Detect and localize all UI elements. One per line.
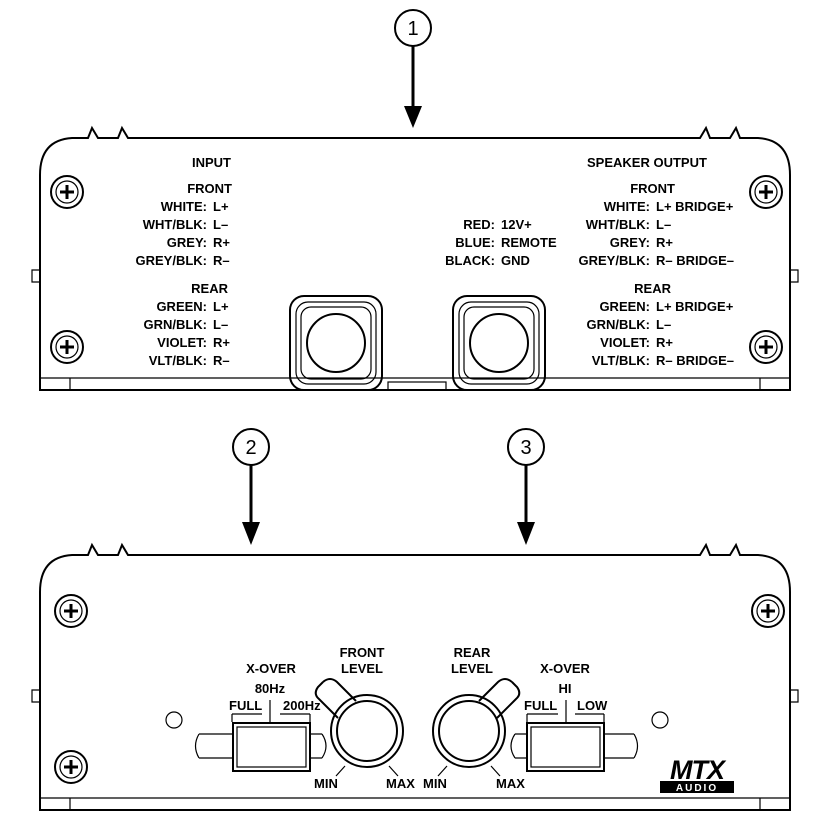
callout-2: 2 [232, 428, 270, 545]
front-level-knob[interactable] [314, 678, 404, 777]
front-level-min: MIN [314, 776, 338, 791]
input-front-heading: FRONT [187, 181, 232, 196]
input-front-wire: WHT/BLK: [143, 217, 207, 232]
screw-icon [54, 594, 88, 628]
rear-xover-switch[interactable] [510, 700, 639, 772]
input-rear-signal: R– [213, 353, 230, 368]
rear-xover-title: X-OVER [540, 661, 590, 676]
input-rear-wire: GREEN: [156, 299, 207, 314]
callout-3-number: 3 [520, 437, 531, 459]
output-rear-heading: REAR [634, 281, 671, 296]
input-labels: INPUT FRONT WHITE: L+ WHT/BLK: L– GREY: … [136, 155, 233, 368]
front-xover-switch[interactable] [194, 700, 327, 772]
input-front-wire: GREY/BLK: [136, 253, 208, 268]
output-front-signal: L+ BRIDGE+ [656, 199, 734, 214]
input-rear-signal: L+ [213, 299, 229, 314]
rear-xover-full: FULL [524, 698, 557, 713]
screw-icon [751, 594, 785, 628]
output-rear-signal: R– BRIDGE– [656, 353, 734, 368]
output-rear-wire: VLT/BLK: [592, 353, 650, 368]
rear-level-min: MIN [423, 776, 447, 791]
input-rear-heading: REAR [191, 281, 228, 296]
indicator-led [651, 711, 669, 729]
screw-icon [749, 330, 783, 364]
indicator-led [165, 711, 183, 729]
callout-1: 1 [394, 9, 432, 128]
output-rear-wire: GREEN: [599, 299, 650, 314]
output-front-signal: L– [656, 217, 671, 232]
input-rear-signal: L– [213, 317, 228, 332]
input-rear-wire: VIOLET: [157, 335, 207, 350]
power-signal: GND [501, 253, 530, 268]
output-front-wire: WHITE: [604, 199, 650, 214]
logo-brand: MTX [670, 755, 727, 785]
output-rear-wire: GRN/BLK: [586, 317, 650, 332]
rear-xover-low: LOW [577, 698, 608, 713]
top-panel: INPUT FRONT WHITE: L+ WHT/BLK: L– GREY: … [31, 125, 799, 391]
front-xover-full: FULL [229, 698, 262, 713]
brand-logo: MTX AUDIO [660, 755, 734, 794]
front-xover-80hz: 80Hz [255, 681, 286, 696]
rear-xover-hi: HI [559, 681, 572, 696]
rear-level-max: MAX [496, 776, 525, 791]
output-rear-signal: L– [656, 317, 671, 332]
power-wire: BLUE: [455, 235, 495, 250]
input-front-signal: R– [213, 253, 230, 268]
rear-level-knob[interactable] [432, 678, 521, 777]
rear-level-line1: REAR [454, 645, 491, 660]
front-xover-title: X-OVER [246, 661, 296, 676]
output-front-signal: R+ [656, 235, 673, 250]
input-rear-signal: R+ [213, 335, 230, 350]
screw-icon [749, 175, 783, 209]
power-wire: BLACK: [445, 253, 495, 268]
power-signal: 12V+ [501, 217, 532, 232]
rear-level-line2: LEVEL [451, 661, 493, 676]
callout-1-number: 1 [407, 18, 418, 40]
input-front-wire: WHITE: [161, 199, 207, 214]
output-front-heading: FRONT [630, 181, 675, 196]
front-level-line1: FRONT [340, 645, 385, 660]
output-front-wire: GREY/BLK: [579, 253, 651, 268]
screw-icon [50, 175, 84, 209]
output-front-wire: GREY: [610, 235, 650, 250]
input-front-wire: GREY: [167, 235, 207, 250]
screw-icon [50, 330, 84, 364]
front-xover-200hz: 200Hz [283, 698, 321, 713]
input-connector-port [289, 295, 383, 391]
output-labels: SPEAKER OUTPUT FRONT WHITE: L+ BRIDGE+ W… [579, 155, 735, 368]
callout-3: 3 [507, 428, 545, 545]
power-labels: RED: 12V+ BLUE: REMOTE BLACK: GND [445, 217, 557, 268]
bottom-panel: X-OVER 80Hz FULL 200Hz FRONT LEVEL MIN M… [31, 542, 799, 811]
input-front-signal: L+ [213, 199, 229, 214]
logo-sub: AUDIO [676, 783, 718, 794]
input-rear-wire: GRN/BLK: [143, 317, 207, 332]
output-rear-signal: L+ BRIDGE+ [656, 299, 734, 314]
power-wire: RED: [463, 217, 495, 232]
input-rear-wire: VLT/BLK: [149, 353, 207, 368]
input-front-signal: L– [213, 217, 228, 232]
output-rear-signal: R+ [656, 335, 673, 350]
front-level-max: MAX [386, 776, 415, 791]
output-front-signal: R– BRIDGE– [656, 253, 734, 268]
front-level-line2: LEVEL [341, 661, 383, 676]
input-front-signal: R+ [213, 235, 230, 250]
output-front-wire: WHT/BLK: [586, 217, 650, 232]
callout-2-number: 2 [245, 437, 256, 459]
input-title: INPUT [192, 155, 231, 170]
output-connector-port [452, 295, 546, 391]
power-signal: REMOTE [501, 235, 557, 250]
screw-icon [54, 750, 88, 784]
output-title: SPEAKER OUTPUT [587, 155, 707, 170]
output-rear-wire: VIOLET: [600, 335, 650, 350]
